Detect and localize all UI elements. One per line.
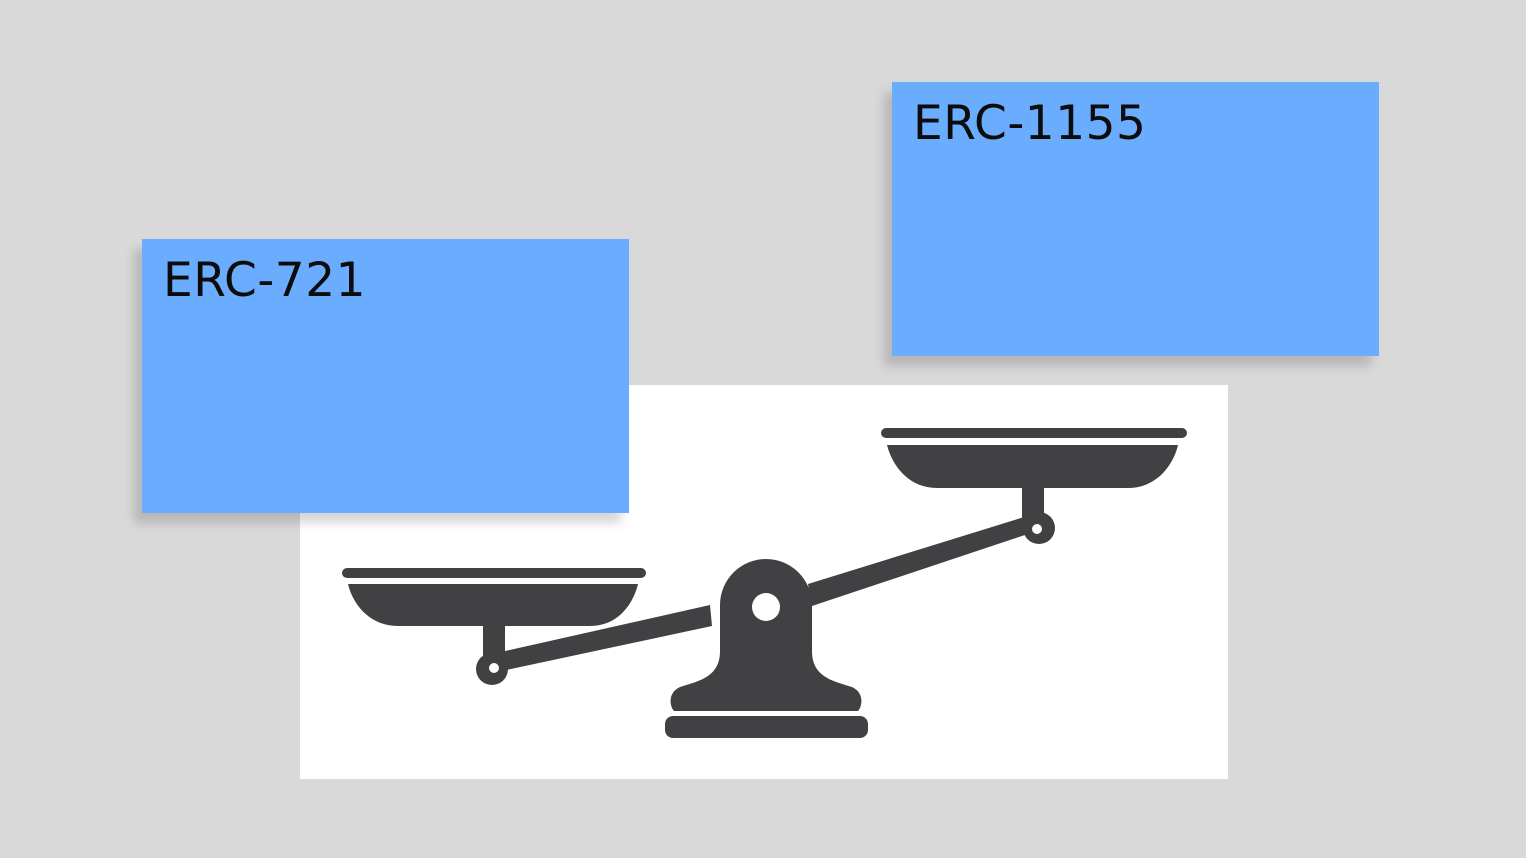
scale-beam-right (808, 513, 1040, 606)
fulcrum-pivot-hole (752, 593, 780, 621)
note-label-erc-721: ERC-721 (163, 253, 366, 308)
left-pivot-hole (489, 663, 499, 673)
balance-scale-icon (342, 428, 1187, 738)
scale-base (665, 716, 868, 738)
right-pan-bowl (887, 445, 1178, 488)
left-pan-rim (342, 568, 646, 578)
note-erc-721[interactable]: ERC-721 (142, 239, 629, 513)
note-label-erc-1155: ERC-1155 (913, 96, 1147, 151)
fulcrum-body (670, 559, 862, 711)
note-erc-1155[interactable]: ERC-1155 (892, 82, 1379, 356)
left-pan-bowl (348, 584, 638, 626)
scale-beam-left (492, 605, 712, 672)
right-pivot-hole (1032, 524, 1042, 534)
right-pan-rim (881, 428, 1187, 438)
